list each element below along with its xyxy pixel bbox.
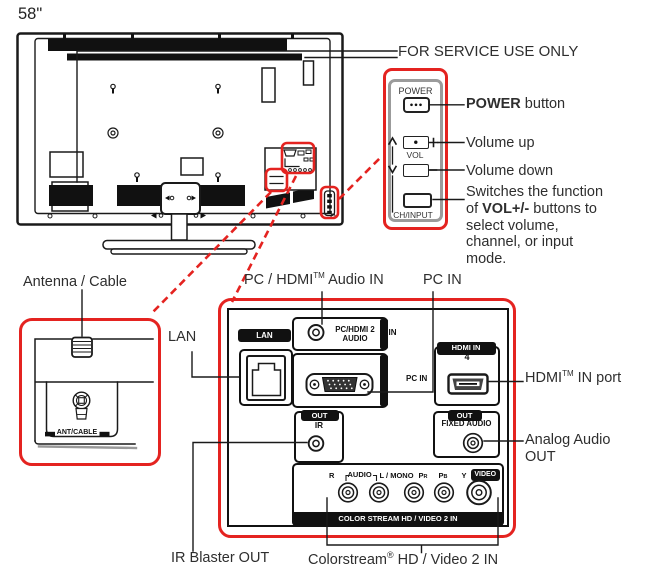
hdmi-in-port-label: HDMITM IN port bbox=[525, 369, 622, 386]
audio-text-line1: PC/HDMI 2 bbox=[335, 324, 375, 334]
volume-down-label: Volume down bbox=[466, 163, 554, 179]
ir-text: IR bbox=[314, 420, 324, 430]
ch-input-bold: VOL+/- bbox=[482, 200, 530, 217]
tv-top-bars bbox=[48, 34, 302, 61]
power-rest-text: button bbox=[520, 96, 566, 112]
volume-down-button bbox=[403, 163, 429, 177]
pb-sub: B bbox=[443, 473, 448, 480]
ant-cable-text: ANT/CABLE bbox=[56, 428, 98, 436]
analog-line2: OUT bbox=[525, 448, 556, 465]
hdmi-pre: HDMI bbox=[525, 370, 563, 386]
side-control-strip bbox=[323, 190, 336, 217]
hdmi-post: IN port bbox=[573, 370, 622, 386]
antenna-highlight-lines bbox=[269, 175, 284, 185]
hdmi-in-header: HDMI IN bbox=[436, 342, 496, 355]
pc-hdmi-audio-in-label: PC / HDMITM Audio IN bbox=[244, 271, 384, 288]
pc-hdmi-pre: PC / HDMI bbox=[244, 272, 314, 288]
antenna-area-highlight bbox=[264, 167, 289, 193]
analog-line1: Analog Audio bbox=[525, 432, 611, 448]
av-y-text: Y bbox=[461, 470, 467, 480]
fixed-audio-text: FIXED AUDIO bbox=[441, 419, 492, 428]
cs-pre: Colorstream bbox=[308, 551, 387, 568]
ch-input-text: CH/INPUT bbox=[393, 209, 433, 220]
power-button bbox=[402, 97, 430, 113]
tm-sup2: TM bbox=[562, 369, 574, 379]
tv-bottom-bars bbox=[49, 185, 314, 209]
av-audio-text: AUDIO bbox=[347, 470, 372, 479]
audio-box-edge-bar bbox=[380, 319, 388, 349]
tv-back-details bbox=[49, 151, 204, 212]
pc-hdmi-post: Audio IN bbox=[324, 272, 384, 288]
volume-up-label: Volume up bbox=[466, 135, 535, 151]
video-badge: VIDEO bbox=[470, 469, 500, 481]
av-pb-text: PB bbox=[439, 471, 448, 480]
io-recess bbox=[264, 147, 317, 191]
lan-port-box bbox=[239, 349, 293, 406]
antenna-cable-label: Antenna / Cable bbox=[23, 274, 127, 290]
power-button-label: POWER button bbox=[466, 96, 565, 112]
tv-stand bbox=[102, 182, 256, 255]
antenna-callout-frame bbox=[19, 318, 161, 466]
ch-input-pre: Switches the function of bbox=[466, 184, 604, 217]
pc-in-box bbox=[292, 353, 388, 408]
colorstream-label: Colorstream® HD / Video 2 IN bbox=[308, 550, 498, 568]
service-label: FOR SERVICE USE ONLY bbox=[398, 43, 579, 60]
power-text: POWER bbox=[398, 85, 433, 96]
pc-box-edge-bar bbox=[380, 355, 388, 406]
side-controls-highlight bbox=[319, 185, 340, 220]
cs-post: HD / Video 2 IN bbox=[393, 551, 499, 568]
volume-up-button bbox=[403, 135, 429, 149]
tm-sup: TM bbox=[313, 271, 325, 281]
tv-back-outline bbox=[16, 32, 344, 226]
ir-blaster-out-label: IR Blaster OUT bbox=[171, 550, 270, 566]
reg-sup: ® bbox=[386, 550, 394, 560]
vesa-screws bbox=[107, 83, 224, 182]
ch-input-button bbox=[403, 192, 432, 208]
audio-in-text: IN bbox=[388, 328, 397, 337]
fixed-audio-header: OUT bbox=[447, 409, 482, 421]
lan-label: LAN bbox=[168, 329, 197, 345]
callout-dashed-lines bbox=[150, 156, 382, 315]
audio-text-line2: AUDIO bbox=[342, 333, 368, 343]
tv-bottom-screws bbox=[47, 212, 336, 219]
pc-in-label: PC IN bbox=[423, 272, 462, 288]
red-highlights bbox=[150, 141, 382, 315]
av-lmono-text: L / MONO bbox=[379, 470, 414, 480]
pb-p: P bbox=[438, 470, 444, 480]
pc-in-port-text: PC IN bbox=[406, 373, 428, 383]
ir-out-header: OUT bbox=[300, 409, 339, 421]
av-pr-text: PR bbox=[419, 471, 428, 480]
pr-sub: R bbox=[423, 473, 428, 480]
power-bold-text: POWER bbox=[466, 96, 521, 112]
pr-p: P bbox=[418, 470, 424, 480]
tv-size-label: 58" bbox=[18, 5, 43, 23]
colorstream-bar: COLOR STREAM HD / VIDEO 2 IN bbox=[292, 512, 504, 526]
vol-text: VOL bbox=[406, 150, 424, 160]
lan-port-header: LAN bbox=[238, 328, 291, 342]
hdmi-number-text: 4 bbox=[464, 351, 470, 362]
io-area-highlight bbox=[280, 141, 316, 175]
service-connector-rects bbox=[261, 60, 315, 103]
av-r-text: R bbox=[329, 470, 335, 480]
ch-input-post: buttons to select volume, channel, or in… bbox=[466, 200, 597, 268]
ch-input-description: Switches the function of VOL+/- buttons … bbox=[466, 184, 636, 268]
